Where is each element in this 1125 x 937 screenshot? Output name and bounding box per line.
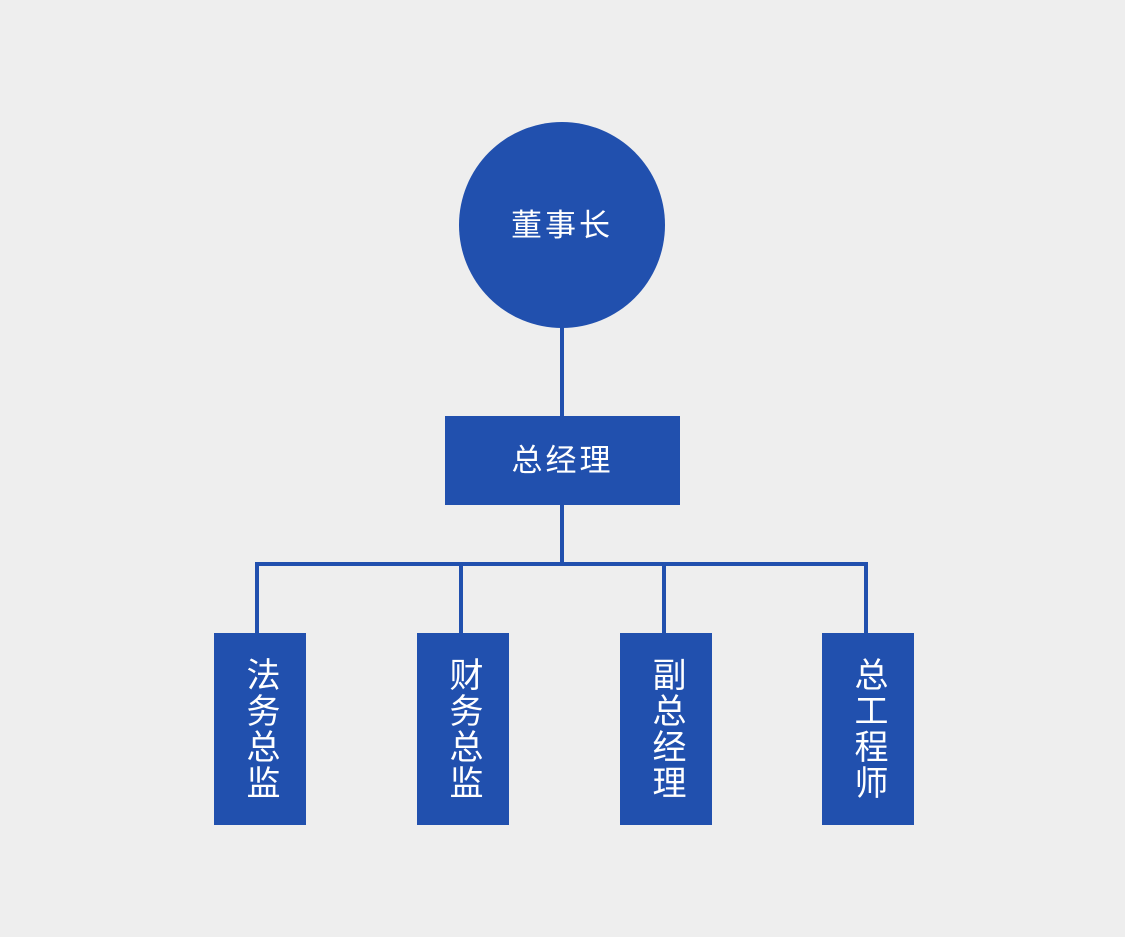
node-chief-engineer-label: 总工程师 bbox=[849, 657, 888, 801]
node-deputy-general-manager-label: 副总经理 bbox=[647, 657, 686, 801]
node-legal-director[interactable]: 法务总监 bbox=[214, 633, 306, 825]
node-general-manager-label: 总经理 bbox=[511, 443, 614, 478]
connector-general-manager-to-bus bbox=[560, 503, 564, 566]
node-general-manager[interactable]: 总经理 bbox=[445, 416, 680, 505]
node-chairman[interactable]: 董事长 bbox=[459, 122, 665, 328]
node-chief-engineer[interactable]: 总工程师 bbox=[822, 633, 914, 825]
node-deputy-general-manager[interactable]: 副总经理 bbox=[620, 633, 712, 825]
node-finance-director-label: 财务总监 bbox=[444, 657, 483, 801]
connector-bus-to-child-3 bbox=[662, 562, 666, 635]
connector-horizontal-bus bbox=[255, 562, 868, 566]
node-legal-director-label: 法务总监 bbox=[241, 657, 280, 801]
connector-bus-to-child-1 bbox=[255, 562, 259, 635]
node-finance-director[interactable]: 财务总监 bbox=[417, 633, 509, 825]
node-chairman-label: 董事长 bbox=[511, 207, 613, 243]
connector-bus-to-child-4 bbox=[864, 562, 868, 635]
connector-bus-to-child-2 bbox=[459, 562, 463, 635]
connector-chairman-to-general-manager bbox=[560, 300, 564, 418]
